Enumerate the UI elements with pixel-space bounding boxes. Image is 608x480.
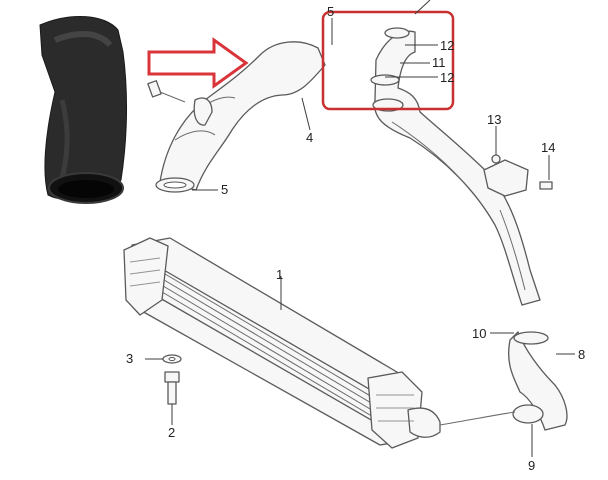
- callout-3: 3: [126, 351, 133, 366]
- callout-labels: 1 2 3 4 5 5 8 9 10 11 12 12 13 14: [126, 4, 585, 473]
- left-charge-hose: [147, 41, 326, 193]
- callout-11: 11: [432, 55, 446, 70]
- rubber-hose-photo: [39, 16, 128, 204]
- callout-13: 13: [487, 112, 501, 127]
- callout-4: 4: [306, 130, 313, 145]
- leader-lines: [145, 0, 575, 457]
- callout-9: 9: [528, 458, 535, 473]
- callout-10: 10: [472, 326, 486, 341]
- callout-8: 8: [578, 347, 585, 362]
- callout-5-lower: 5: [221, 182, 228, 197]
- callout-12-upper: 12: [440, 38, 454, 53]
- callout-1: 1: [276, 267, 283, 282]
- callout-12-lower: 12: [440, 70, 454, 85]
- lower-charge-hose: [439, 331, 568, 431]
- callout-2: 2: [168, 425, 175, 440]
- intercooler: [123, 237, 441, 449]
- pointer-arrow: [147, 37, 249, 89]
- callout-5-upper: 5: [327, 4, 334, 19]
- highlight-box: [321, 10, 455, 111]
- callout-14: 14: [541, 140, 555, 155]
- bolt-and-washer: [162, 354, 182, 405]
- right-charge-hose: [370, 27, 553, 306]
